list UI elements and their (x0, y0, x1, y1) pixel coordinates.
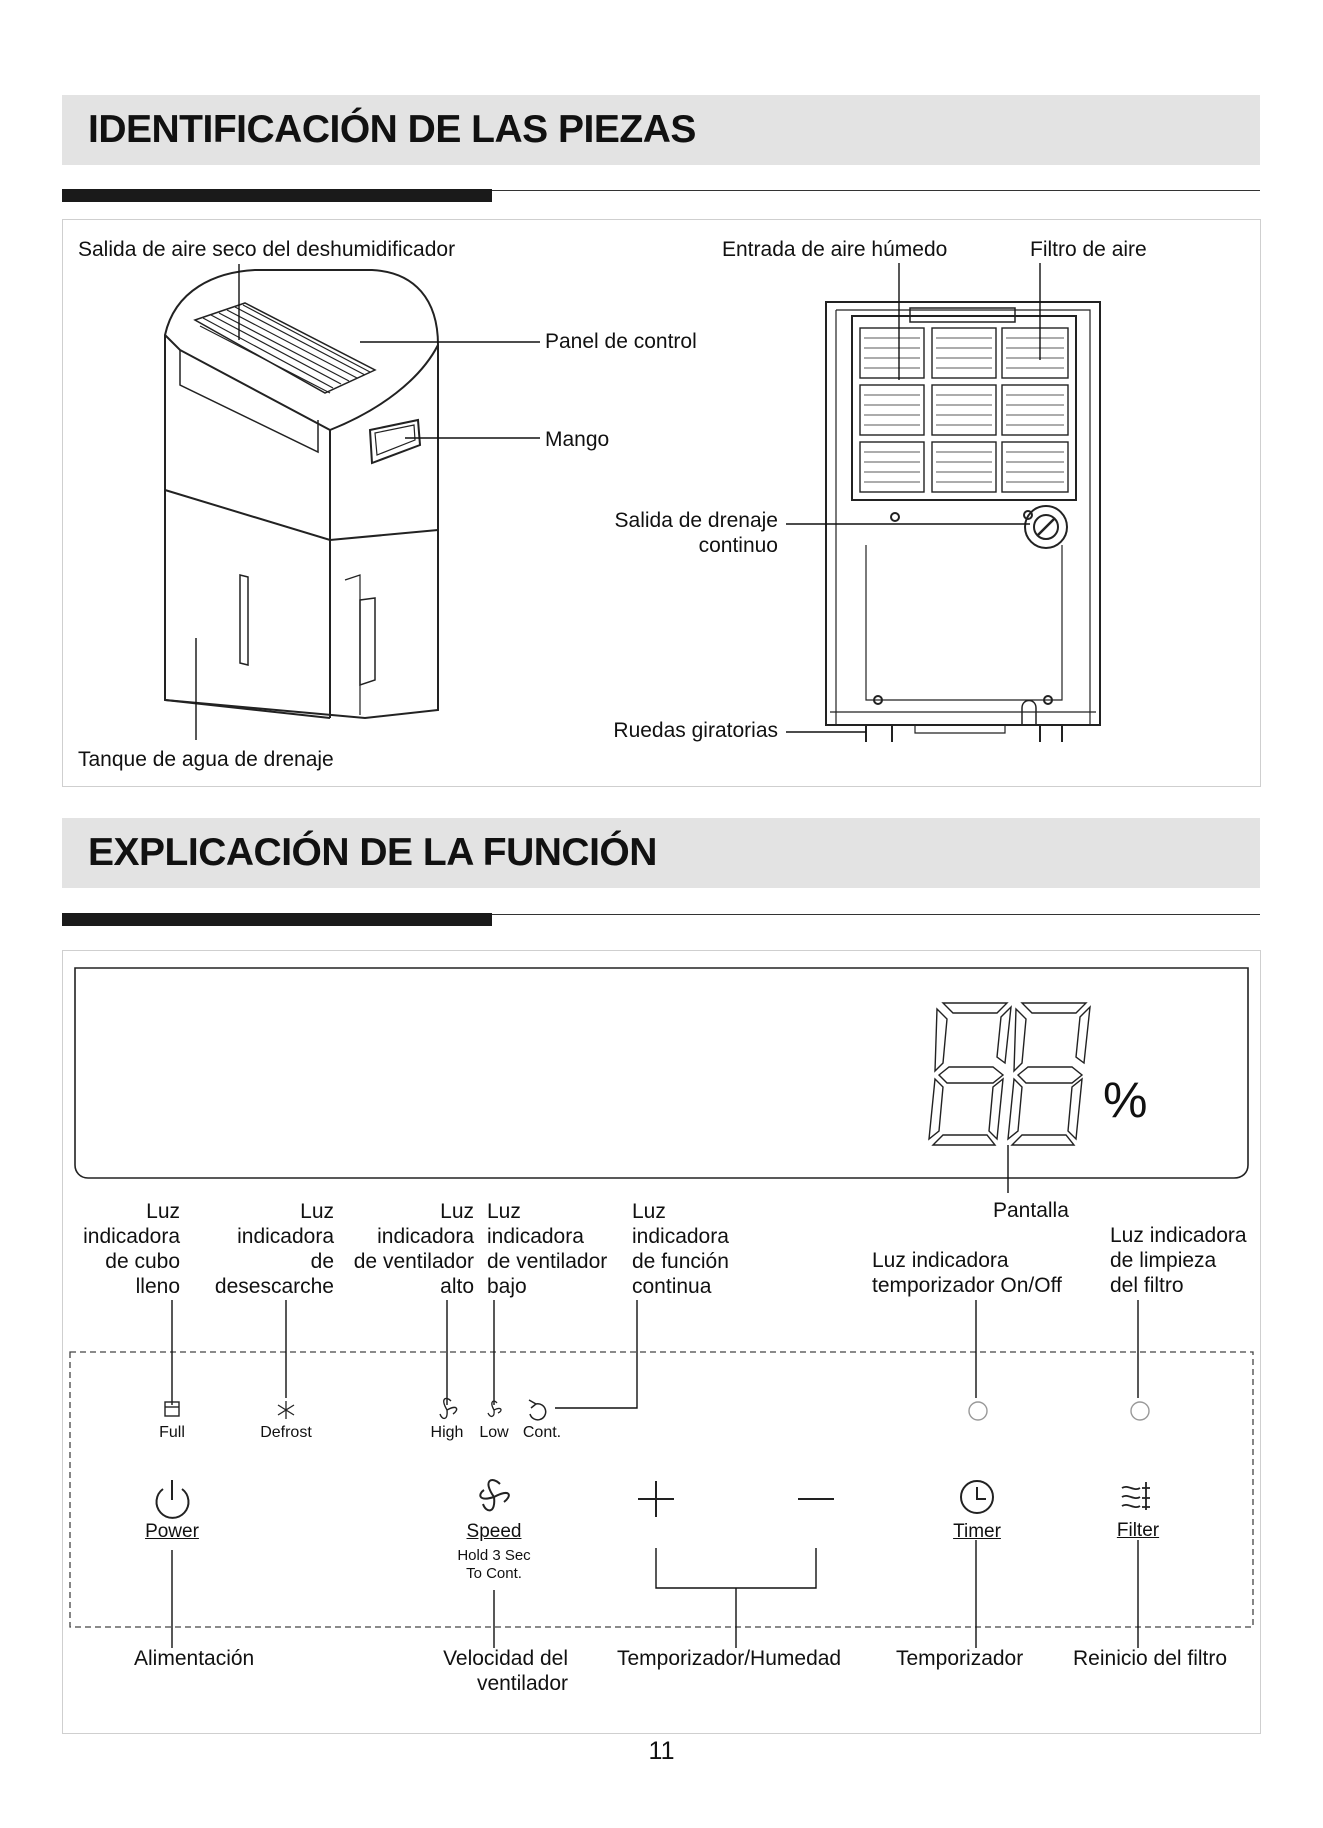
label-timer-function: Temporizador (896, 1647, 1024, 1670)
filter-led-icon (1130, 1401, 1150, 1421)
label-full-indicator: Luz indicadora de cubo lleno (83, 1200, 180, 1298)
label-handle: Mango (545, 428, 610, 451)
filter-button[interactable]: Filter (1116, 1520, 1160, 1541)
section-title-parts: IDENTIFICACIÓN DE LAS PIEZAS (88, 108, 696, 151)
label-timer-humidity-function: Temporizador/Humedad (617, 1647, 842, 1670)
label-speed-function: Velocidad del ventilador (443, 1647, 568, 1695)
filter-icon (1121, 1482, 1150, 1510)
panel-label-cont: Cont. (522, 1424, 562, 1441)
panel-label-low: Low (479, 1424, 509, 1441)
timer-led-icon (968, 1401, 988, 1421)
section-title-function: EXPLICACIÓN DE LA FUNCIÓN (88, 831, 657, 874)
label-power-function: Alimentación (134, 1647, 255, 1670)
label-air-outlet: Salida de aire seco del deshumidificador (78, 238, 456, 261)
speed-fan-icon (479, 1479, 510, 1512)
continuous-icon (528, 1399, 547, 1421)
plus-button[interactable] (638, 1481, 674, 1517)
section-rule-thick-2 (62, 913, 492, 926)
fan-low-icon (487, 1400, 502, 1418)
defrost-icon (277, 1401, 295, 1419)
label-air-filter: Filtro de aire (1030, 238, 1147, 261)
label-timer-indicator: Luz indicadora temporizador On/Off (872, 1249, 1062, 1297)
label-continuous-indicator: Luz indicadora de función continua (632, 1200, 729, 1298)
full-icon (164, 1401, 180, 1417)
panel-label-defrost: Defrost (260, 1424, 312, 1441)
section-header-parts: IDENTIFICACIÓN DE LAS PIEZAS (62, 95, 1260, 165)
label-low-fan-indicator: Luz indicadora de ventilador bajo (487, 1200, 608, 1298)
plus-icon (638, 1481, 674, 1517)
parts-diagram-box (62, 219, 1261, 787)
timer-clock-icon (960, 1480, 994, 1514)
page-number: 11 (648, 1737, 675, 1765)
section-rule-thick (62, 189, 492, 202)
timer-button[interactable]: Timer (953, 1521, 1001, 1542)
panel-label-full: Full (159, 1424, 185, 1441)
fan-high-icon (439, 1397, 458, 1420)
label-air-inlet: Entrada de aire húmedo (722, 238, 948, 261)
section-header-function: EXPLICACIÓN DE LA FUNCIÓN (62, 818, 1260, 888)
label-defrost-indicator: Luz indicadora de desescarche (214, 1200, 334, 1298)
speed-button[interactable]: Speed (466, 1521, 522, 1542)
label-high-fan-indicator: Luz indicadora de ventilador alto (353, 1200, 474, 1298)
label-water-tank: Tanque de agua de drenaje (78, 748, 334, 771)
speed-hold-note: Hold 3 Sec To Cont. (457, 1547, 531, 1582)
label-continuous-drain: Salida de drenaje continuo (614, 509, 778, 557)
function-diagram-box (62, 950, 1261, 1734)
label-filter-indicator: Luz indicadora de limpieza del filtro (1110, 1224, 1247, 1297)
label-wheels: Ruedas giratorias (613, 719, 778, 742)
section-rule-thin (492, 190, 1260, 191)
display-percent-sign: % (1103, 1072, 1148, 1128)
section-rule-thin-2 (492, 914, 1260, 915)
minus-button[interactable] (798, 1481, 834, 1517)
label-display: Pantalla (993, 1199, 1069, 1222)
panel-label-high: High (430, 1424, 464, 1441)
power-icon (155, 1480, 190, 1519)
power-button[interactable]: Power (145, 1521, 199, 1542)
label-control-panel: Panel de control (545, 330, 697, 353)
label-filter-reset-function: Reinicio del filtro (1073, 1647, 1228, 1670)
